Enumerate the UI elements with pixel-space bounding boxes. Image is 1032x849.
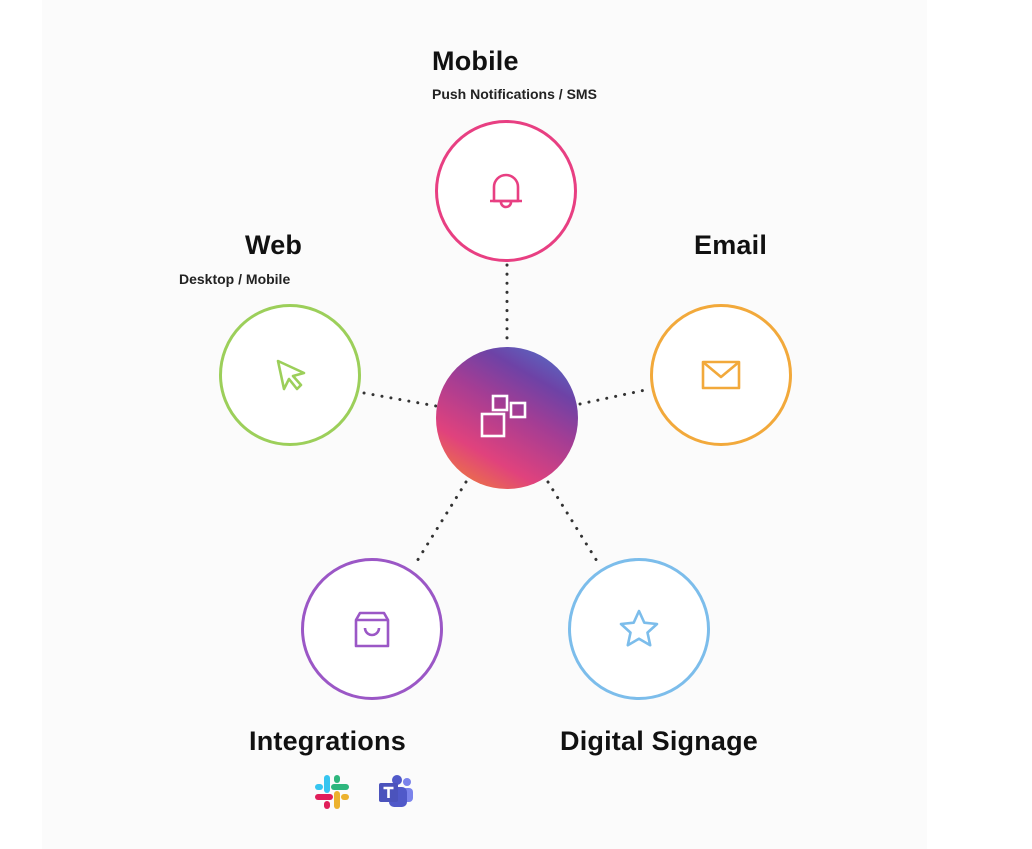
- digital-signage-title: Digital Signage: [560, 726, 759, 756]
- web-title: Web: [245, 230, 303, 260]
- integrations-title: Integrations: [249, 726, 406, 756]
- hub-node: [436, 347, 578, 489]
- connector-email: [578, 387, 652, 406]
- mobile-subtitle: Push Notifications / SMS: [432, 86, 597, 102]
- star-icon: [619, 609, 659, 647]
- web-subtitle: Desktop / Mobile: [179, 271, 291, 287]
- envelope-icon: [701, 360, 741, 390]
- connector-web: [362, 391, 438, 408]
- slack-logo: [315, 775, 349, 809]
- shopping-bag-icon: [354, 611, 390, 648]
- microsoft-teams-logo: [379, 775, 413, 807]
- connector-integrations: [412, 480, 468, 568]
- integrations-node: [301, 558, 443, 700]
- integration-logos: [312, 772, 416, 812]
- bell-icon: [490, 173, 522, 209]
- email-title: Email: [694, 230, 768, 260]
- cursor-icon: [276, 359, 306, 391]
- mobile-title: Mobile: [432, 46, 519, 76]
- connector-signage: [546, 480, 602, 568]
- digital-signage-node: [568, 558, 710, 700]
- mobile-node: [435, 120, 577, 262]
- app-blocks-icon: [480, 394, 527, 438]
- web-node: [219, 304, 361, 446]
- email-node: [650, 304, 792, 446]
